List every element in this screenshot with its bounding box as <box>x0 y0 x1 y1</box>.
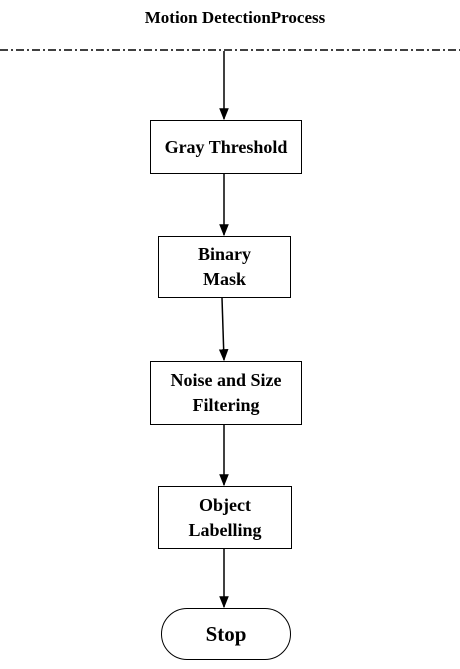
object-labelling-box: Object Labelling <box>158 486 292 549</box>
arrow-binary-mask-to-noise-filtering <box>218 297 229 362</box>
noise-size-filtering-box: Noise and Size Filtering <box>150 361 302 425</box>
stop-terminator: Stop <box>161 608 291 660</box>
diagram-title: Motion DetectionProcess <box>144 8 326 27</box>
noise-size-filtering-label: Noise and Size Filtering <box>170 368 281 418</box>
binary-mask-line-1: Binary <box>197 244 251 264</box>
object-labelling-line-2: Labelling <box>188 519 262 540</box>
gray-threshold-label: Gray Threshold <box>165 135 288 160</box>
noise-size-filtering-line-1: Noise and Size <box>170 370 282 390</box>
object-labelling-label: Object Labelling <box>188 493 261 543</box>
gray-threshold-box: Gray Threshold <box>150 120 302 174</box>
stop-line-1: Stop <box>205 621 247 646</box>
binary-mask-box: Binary Mask <box>158 236 291 298</box>
noise-size-filtering-line-2: Filtering <box>192 395 260 415</box>
object-labelling-line-1: Object <box>199 494 251 515</box>
binary-mask-line-2: Mask <box>202 269 246 289</box>
stop-label: Stop <box>206 622 247 647</box>
binary-mask-label: Binary Mask <box>198 242 251 292</box>
gray-threshold-line-1: Gray Threshold <box>164 136 288 157</box>
